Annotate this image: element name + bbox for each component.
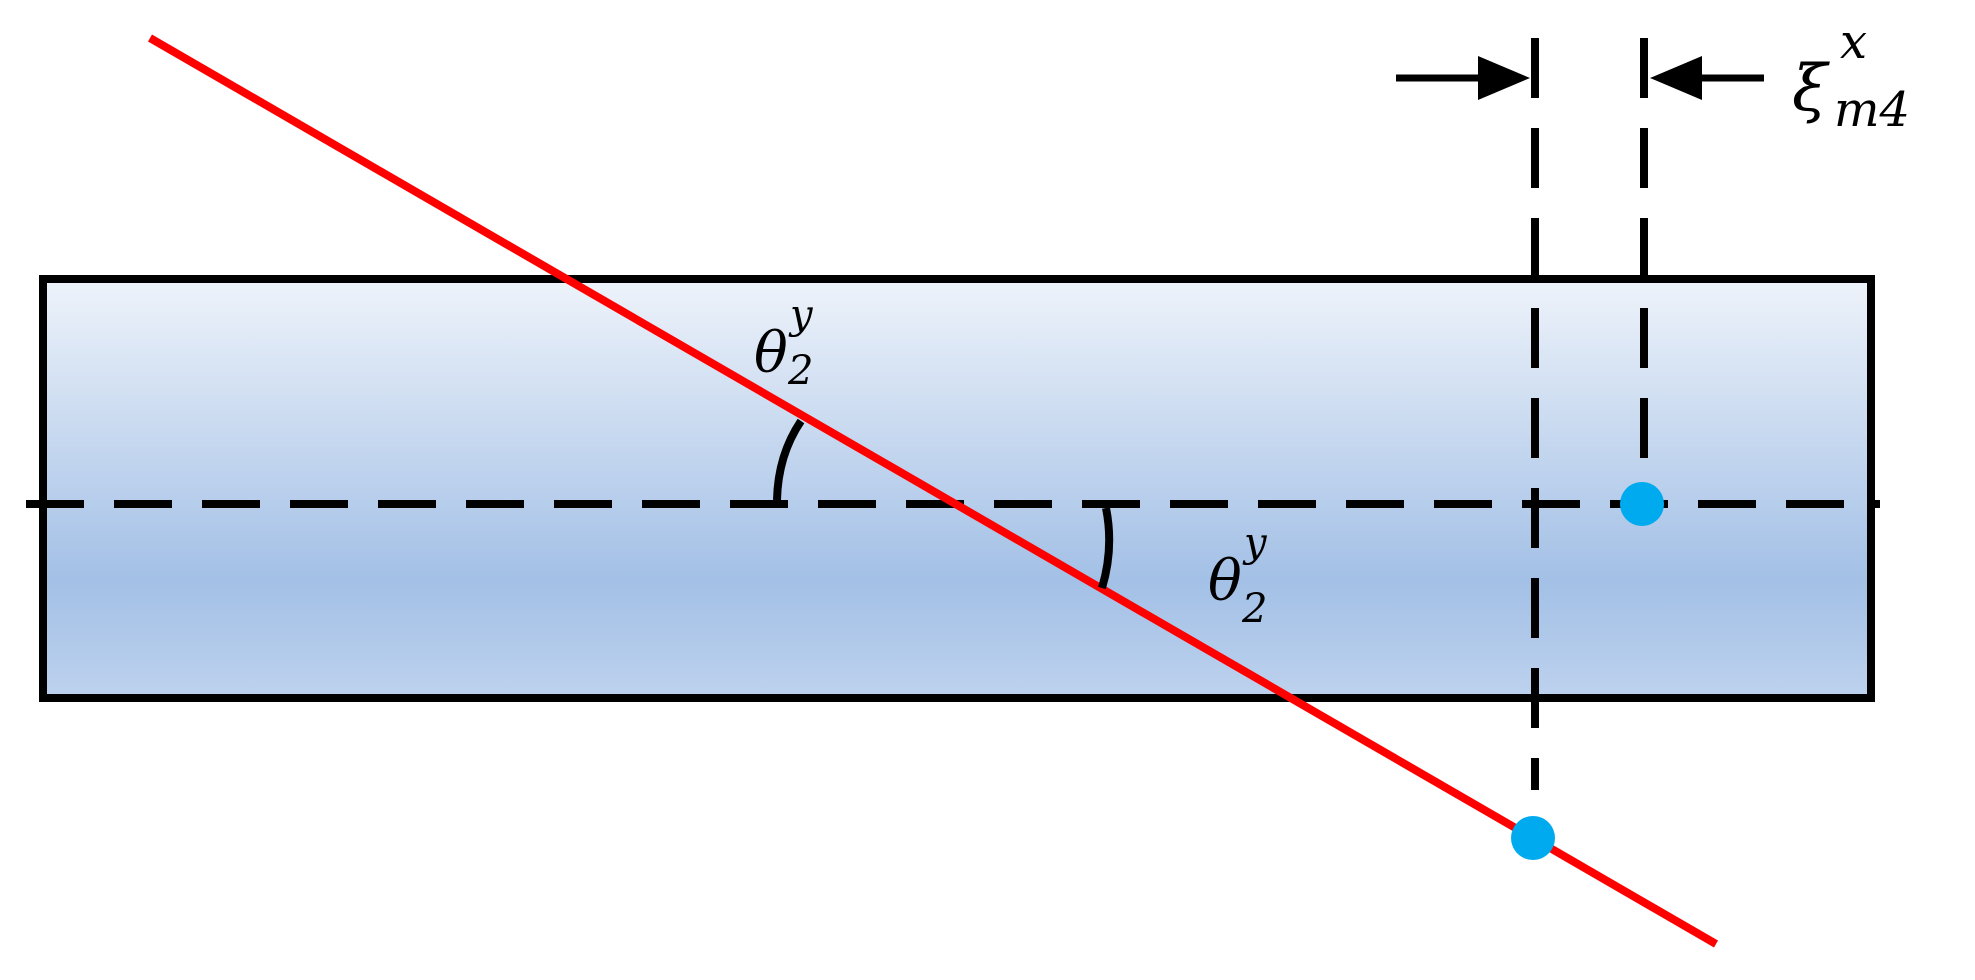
label-xi-sup: x	[1840, 14, 1867, 70]
offset-arrow-left	[1396, 56, 1530, 100]
label-theta-upper-sub: 2	[787, 348, 813, 394]
label-theta-lower: θ	[1208, 549, 1242, 614]
label-theta-upper-base: θ	[754, 321, 788, 386]
label-theta-lower-sup: y	[1242, 520, 1268, 566]
label-theta-upper-sup: y	[788, 292, 814, 338]
offset-arrow-right	[1650, 56, 1764, 100]
point-on-ray	[1511, 816, 1555, 860]
label-theta-lower-sub: 2	[1241, 586, 1267, 632]
angle-arc-lower	[1098, 507, 1114, 590]
slab	[39, 275, 1875, 702]
label-xi-sub: m4	[1834, 82, 1910, 138]
label-theta-lower-base: θ	[1208, 549, 1242, 614]
label-theta-upper: θ	[754, 321, 788, 386]
label-xi: ξ	[1792, 52, 1830, 126]
point-on-midline	[1620, 482, 1664, 526]
ray-line	[147, 34, 1719, 948]
angle-arc-upper	[773, 418, 805, 501]
